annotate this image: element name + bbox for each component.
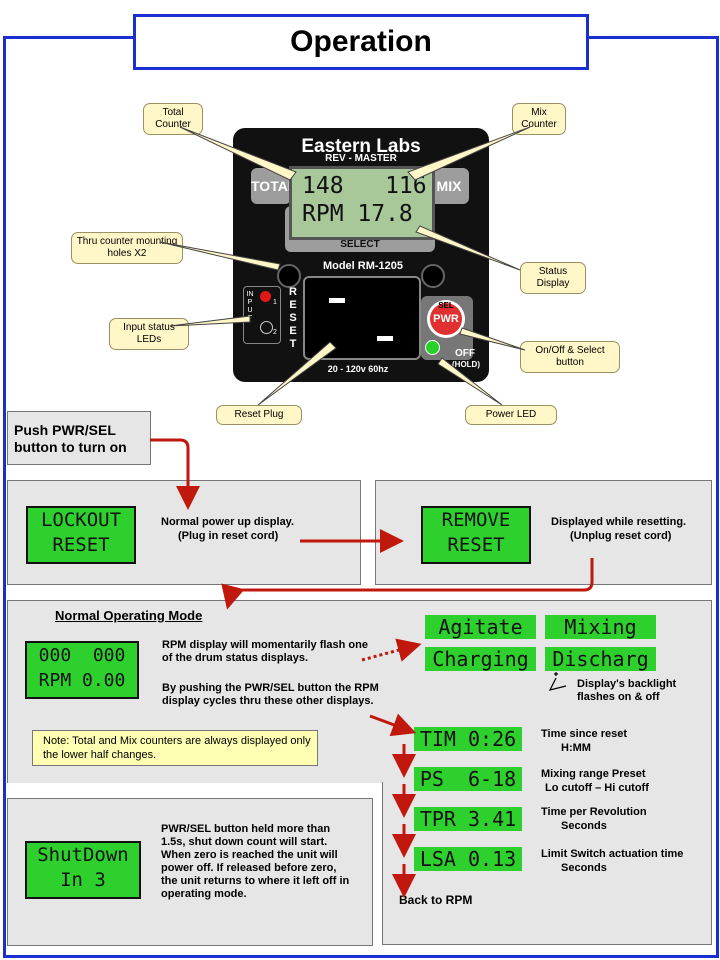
- input-led-1-label: 1: [273, 299, 277, 306]
- cycle-desc2-tim: H:MM: [561, 742, 591, 754]
- callout-thru-holes: Thru counter mounting holes X2: [71, 232, 183, 264]
- callout-mix-counter: Mix Counter: [512, 103, 566, 135]
- controller-device: Eastern Labs REV - MASTER TOTAL MIX 148 …: [233, 128, 489, 382]
- lockout-lcd-line1: LOCKOUT: [40, 509, 122, 531]
- input-led-2-label: 2: [273, 329, 277, 336]
- note-box: Note: Total and Mix counters are always …: [32, 730, 318, 766]
- status-mixing: Mixing: [545, 615, 656, 639]
- status-agitate: Agitate: [425, 615, 536, 639]
- cycle-desc1-tpr: Time per Revolution: [541, 806, 647, 818]
- remove-lcd: REMOVE RESET: [421, 506, 531, 564]
- input-led-panel: INPUT 1 2: [243, 286, 281, 344]
- input-led-1: [260, 291, 271, 302]
- total-label: TOTAL: [251, 168, 296, 204]
- device-model: Model RM-1205: [322, 260, 404, 272]
- voltage-label: 20 - 120v 60hz: [327, 364, 389, 374]
- input-label: INPUT: [246, 291, 254, 322]
- cycle-desc2-ps: Lo cutoff – Hi cutoff: [545, 782, 649, 794]
- cycle-lcd-lsa: LSA 0.13: [414, 847, 522, 871]
- callout-onoff-select: On/Off & Select button: [520, 341, 620, 373]
- cycle-lcd-tim: TIM 0:26: [414, 727, 522, 751]
- callout-input-leds: Input status LEDs: [109, 318, 189, 350]
- device-subtitle: REV - MASTER: [325, 153, 397, 164]
- cycle-desc1-lsa: Limit Switch actuation time: [541, 848, 684, 860]
- shutdown-lcd-line1: ShutDown: [37, 844, 129, 866]
- power-select-button[interactable]: SEL PWR: [427, 300, 465, 338]
- normal-mode-heading: Normal Operating Mode: [55, 608, 203, 623]
- callout-reset-plug: Reset Plug: [216, 405, 302, 425]
- device-lcd-line1: 148 116: [302, 173, 427, 199]
- remove-panel: REMOVE RESET Displayed while resetting. …: [375, 480, 712, 585]
- hold-label: (HOLD): [452, 360, 480, 369]
- shutdown-lcd: ShutDown In 3: [25, 841, 141, 899]
- back-to-rpm: Back to RPM: [399, 893, 473, 907]
- pwr-label: PWR: [433, 313, 459, 325]
- off-label: OFF: [455, 348, 475, 359]
- cycle-desc1-ps: Mixing range Preset: [541, 768, 646, 780]
- device-brand: Eastern Labs: [301, 136, 421, 157]
- cycle-lcd-tpr: TPR 3.41: [414, 807, 522, 831]
- normal-lcd-line1: 000 000: [38, 645, 126, 666]
- lockout-desc2: (Plug in reset cord): [178, 530, 279, 542]
- lockout-desc1: Normal power up display.: [161, 516, 295, 528]
- cycle-desc1-tim: Time since reset: [541, 728, 628, 740]
- reset-plug-socket[interactable]: [303, 276, 421, 360]
- cycle-lcd-ps: PS 6-18: [414, 767, 522, 791]
- mix-label: MIX: [429, 168, 469, 204]
- lockout-lcd-line2: RESET: [52, 534, 110, 556]
- status-discharg: Discharg: [545, 647, 656, 671]
- push-instruction-box: Push PWR/SEL button to turn on: [7, 411, 151, 465]
- shutdown-text: PWR/SEL button held more than 1.5s, shut…: [161, 823, 350, 900]
- reset-label: RESET: [289, 286, 297, 350]
- shutdown-lcd-line2: In 3: [60, 869, 106, 891]
- reset-pin-1: [329, 298, 345, 303]
- remove-desc2: (Unplug reset cord): [570, 530, 672, 542]
- device-lcd: 148 116 RPM 17.8: [289, 166, 435, 240]
- normal-lcd: 000 000 RPM 0.00: [25, 641, 139, 699]
- normal-lcd-line2: RPM 0.00: [38, 670, 126, 691]
- reset-pin-2: [377, 336, 393, 341]
- cycle-desc2-tpr: Seconds: [561, 820, 607, 832]
- callout-power-led: Power LED: [465, 405, 557, 425]
- status-charging: Charging: [425, 647, 536, 671]
- select-label: SELECT: [340, 239, 380, 250]
- cycle-desc2-lsa: Seconds: [561, 862, 607, 874]
- remove-lcd-line2: RESET: [447, 534, 505, 556]
- normal-text1: RPM display will momentarily flash one o…: [162, 639, 368, 664]
- shutdown-panel: ShutDown In 3 PWR/SEL button held more t…: [7, 798, 373, 946]
- power-button-panel: SEL PWR: [421, 296, 473, 360]
- mounting-hole-right: [421, 264, 445, 288]
- page-title: Operation: [133, 14, 589, 70]
- normal-text2: By pushing the PWR/SEL button the RPM di…: [162, 682, 379, 707]
- mounting-hole-left: [277, 264, 301, 288]
- lockout-panel: LOCKOUT RESET Normal power up display. (…: [7, 480, 361, 585]
- lockout-lcd: LOCKOUT RESET: [26, 506, 136, 564]
- device-lcd-line2: RPM 17.8: [302, 201, 413, 227]
- callout-total-counter: Total Counter: [143, 103, 203, 135]
- sel-label: SEL: [438, 301, 454, 310]
- remove-lcd-line1: REMOVE: [441, 509, 511, 531]
- remove-desc1: Displayed while resetting.: [551, 516, 687, 528]
- push-instruction-text: Push PWR/SEL button to turn on: [14, 422, 127, 455]
- callout-status-display: Status Display: [520, 262, 586, 294]
- input-led-2: [260, 321, 273, 334]
- backlight-note: Display's backlight flashes on & off: [577, 678, 677, 703]
- power-led: [425, 340, 440, 355]
